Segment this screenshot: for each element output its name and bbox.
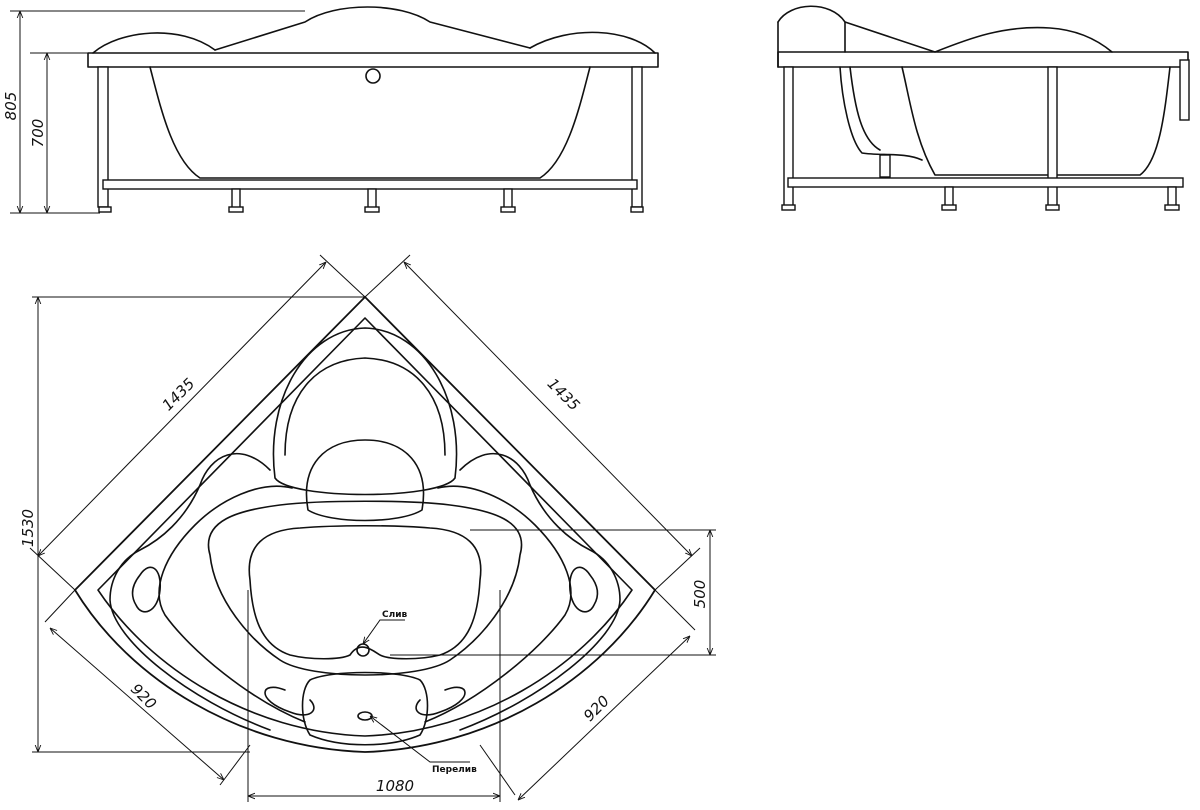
dim-label-700: 700 xyxy=(29,119,47,148)
front-headrest-right xyxy=(529,31,656,54)
side-rim xyxy=(777,51,1189,68)
front-overflow-hole xyxy=(365,68,381,84)
front-rim xyxy=(87,52,659,68)
front-frame-bar xyxy=(102,179,638,190)
side-tub-body-left xyxy=(839,66,923,161)
plan-basin-seat xyxy=(248,524,482,660)
plan-headrest-outer xyxy=(272,327,458,496)
dim-label-920-right: 920 xyxy=(580,692,613,725)
drain-leader xyxy=(363,619,405,644)
front-elevation-view: 805 700 xyxy=(2,6,659,214)
dim-label-1435-left: 1435 xyxy=(159,375,199,415)
side-support-legs xyxy=(781,186,1180,211)
plan-basin-outer xyxy=(207,500,523,676)
dim-label-1435-right: 1435 xyxy=(544,375,584,415)
overflow-label: Перелив xyxy=(432,765,477,775)
dim-label-920-left: 920 xyxy=(127,680,160,713)
dim-label-500: 500 xyxy=(691,580,709,609)
dim-line-920-right xyxy=(518,636,690,800)
plan-armrest-right xyxy=(459,452,621,731)
side-frame-bar xyxy=(787,177,1184,188)
plan-footwell xyxy=(301,671,429,746)
side-headrest xyxy=(777,5,1113,53)
dim-line-1435-right xyxy=(404,262,692,556)
plan-side-pad-right xyxy=(569,566,599,613)
overflow-leader xyxy=(370,716,470,763)
plan-headrest-pillow xyxy=(305,439,425,522)
dim-label-1530: 1530 xyxy=(19,509,37,547)
front-support-legs xyxy=(98,188,644,213)
drain-label: Слив xyxy=(382,610,408,620)
dim-label-805: 805 xyxy=(2,92,20,121)
front-headrest-center xyxy=(214,6,531,51)
plan-side-pad-left xyxy=(131,566,161,613)
front-headrest-left xyxy=(92,32,216,54)
dim-line-1435-left xyxy=(38,262,326,556)
dim-line-920-left xyxy=(50,628,224,780)
plan-overflow-hole xyxy=(357,711,373,721)
dim-label-1080: 1080 xyxy=(376,777,414,795)
side-elevation-view xyxy=(777,5,1190,211)
plan-view: Слив Перелив 1435 1435 1530 920 920 1080 xyxy=(19,254,716,802)
plan-drain-hole xyxy=(356,643,370,657)
front-tub-body xyxy=(149,66,591,179)
